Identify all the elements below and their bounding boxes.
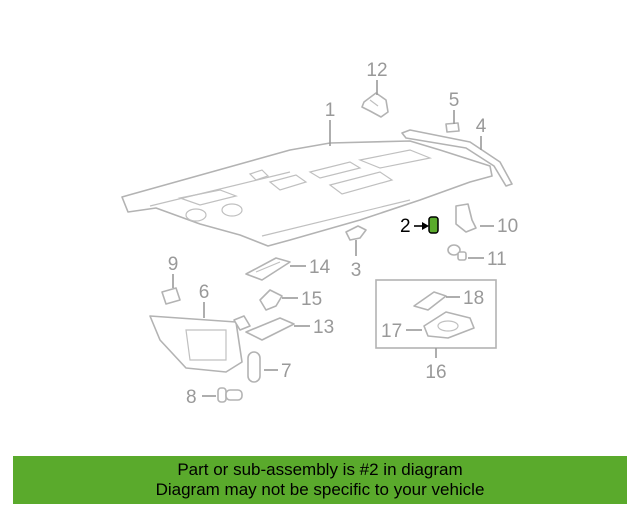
- part-17-lamp-housing[interactable]: [423, 311, 475, 339]
- callout-4: 4: [476, 116, 487, 137]
- part-9-clip[interactable]: [161, 287, 181, 305]
- callout-17: 17: [381, 321, 402, 342]
- callout-14: 14: [309, 257, 331, 278]
- callout-15: 15: [301, 289, 322, 310]
- part-18-lens[interactable]: [413, 291, 447, 311]
- callout-9: 9: [168, 254, 179, 275]
- callout-11: 11: [487, 249, 507, 270]
- callout-8: 8: [186, 387, 197, 408]
- parts-diagram: 12 5 1 4 2 10 3 11 9 14 6 15 13 18 17 16…: [121, 60, 518, 408]
- part-14-lamp-lens[interactable]: [245, 257, 291, 281]
- banner-line-2: Diagram may not be specific to your vehi…: [155, 480, 485, 499]
- info-banner: Part or sub-assembly is #2 in diagram Di…: [13, 456, 627, 504]
- part-3-mirror-mount[interactable]: [345, 225, 367, 241]
- callout-10: 10: [497, 216, 518, 237]
- part-13-lens[interactable]: [245, 317, 295, 341]
- callout-2: 2: [400, 216, 411, 237]
- part-15-socket[interactable]: [259, 289, 283, 311]
- arrowhead-2: [422, 222, 429, 230]
- callout-13: 13: [313, 317, 334, 338]
- callout-12: 12: [366, 60, 387, 81]
- callout-16: 16: [425, 362, 446, 383]
- callout-18: 18: [463, 288, 484, 309]
- part-10-bracket[interactable]: [455, 203, 477, 233]
- part-4-weatherstrip[interactable]: [401, 129, 513, 187]
- part-11-pushpin[interactable]: [447, 244, 467, 261]
- part-8-screw[interactable]: [217, 387, 243, 403]
- part-1-headliner[interactable]: [121, 140, 493, 247]
- part-7-visor-clip[interactable]: [247, 351, 261, 383]
- callout-7: 7: [281, 361, 292, 382]
- part-6-sun-visor[interactable]: [149, 315, 251, 373]
- callout-1: 1: [325, 100, 336, 121]
- part-2-highlighted[interactable]: [428, 216, 439, 234]
- banner-line-1: Part or sub-assembly is #2 in diagram: [177, 460, 463, 479]
- callout-6: 6: [199, 282, 210, 303]
- callout-5: 5: [449, 90, 460, 111]
- part-5-clip[interactable]: [445, 122, 460, 133]
- callout-3: 3: [351, 260, 362, 281]
- part-12-bracket[interactable]: [361, 92, 389, 118]
